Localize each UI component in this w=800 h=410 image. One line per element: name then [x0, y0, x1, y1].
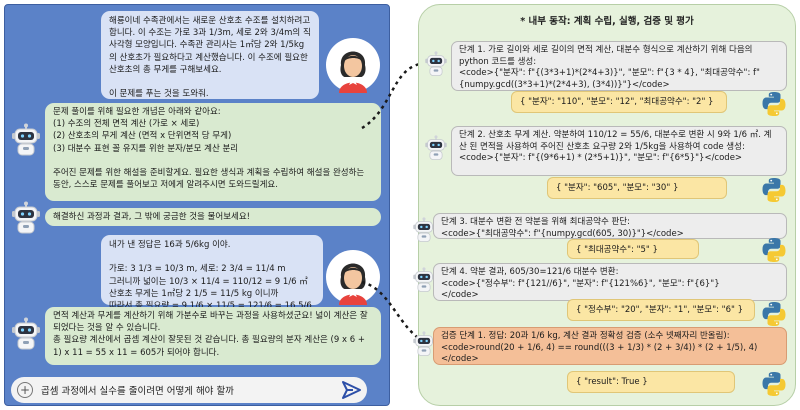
robot-icon: [423, 51, 449, 77]
bot-message-2: 해결하신 과정과 결과, 그 밖에 궁금한 것을 물어보세요!: [45, 208, 381, 226]
person-avatar-icon: [325, 37, 381, 93]
python-logo-icon: [761, 177, 787, 203]
robot-icon: [9, 123, 43, 157]
chat-panel: 해룡이네 수족관에서는 새로운 산호초 수조를 설치하려고 합니다. 이 수조는…: [4, 4, 390, 406]
person-avatar-icon: [325, 249, 381, 305]
verification-step: 검증 단계 1. 정답: 20과 1/6 kg, 계산 결과 정확성 검증 (소…: [433, 327, 787, 365]
robot-icon: [423, 135, 449, 161]
user-message-2: 내가 낸 정답은 16과 5/6kg 이야. 가로: 3 1/3 = 10/3 …: [101, 235, 323, 323]
step-1-result: { "분자": "110", "분모": "12", "최대공약수": "2" …: [511, 91, 727, 113]
step-2: 단계 2. 산호초 무게 계산. 약분하여 110/12 = 55/6, 대분수…: [451, 126, 787, 176]
step-4-result: { "정수부": "20", "분자": "1", "분모": "6" }: [567, 299, 755, 321]
send-icon[interactable]: [339, 379, 363, 401]
robot-icon: [9, 317, 43, 351]
bot-message-3: 면적 계산과 무게를 계산하기 위해 가분수로 바꾸는 과정을 사용하셨군요! …: [45, 307, 381, 365]
verification-result: { "result": True }: [567, 371, 735, 393]
chat-input[interactable]: 곱셈 과정에서 실수를 줄이려면 어떻게 해야 할까: [41, 386, 234, 397]
step-2-result: { "분자": "605", "분모": "30" }: [547, 177, 727, 199]
step-4: 단계 4. 약분 결과, 605/30=121/6 대분수 변환: <code>…: [433, 263, 787, 301]
step-3-result: { "최대공약수": "5" }: [567, 239, 699, 259]
process-panel: * 내부 동작: 계획 수립, 실행, 검증 및 평가 단계 1. 가로 길이와…: [418, 4, 796, 406]
chat-input-bar[interactable]: + 곱셈 과정에서 실수를 줄이려면 어떻게 해야 할까: [11, 377, 367, 403]
user-message-1: 해룡이네 수족관에서는 새로운 산호초 수조를 설치하려고 합니다. 이 수조는…: [101, 11, 319, 99]
python-logo-icon: [761, 301, 787, 327]
bot-message-1: 문제 풀이를 위해 필요한 개념은 아래와 같아요: (1) 수조의 전체 면적…: [45, 103, 381, 201]
python-logo-icon: [761, 91, 787, 117]
python-logo-icon: [761, 371, 787, 397]
plus-icon[interactable]: +: [17, 382, 33, 398]
step-3: 단계 3. 대분수 변환 전 약분을 위해 최대공약수 판단: <code>{"…: [433, 213, 787, 239]
robot-icon: [9, 201, 43, 235]
step-1: 단계 1. 가로 길이와 세로 길이의 면적 계산, 대분수 형식으로 계산하기…: [451, 41, 787, 91]
python-logo-icon: [761, 237, 787, 263]
process-title: * 내부 동작: 계획 수립, 실행, 검증 및 평가: [520, 16, 694, 27]
